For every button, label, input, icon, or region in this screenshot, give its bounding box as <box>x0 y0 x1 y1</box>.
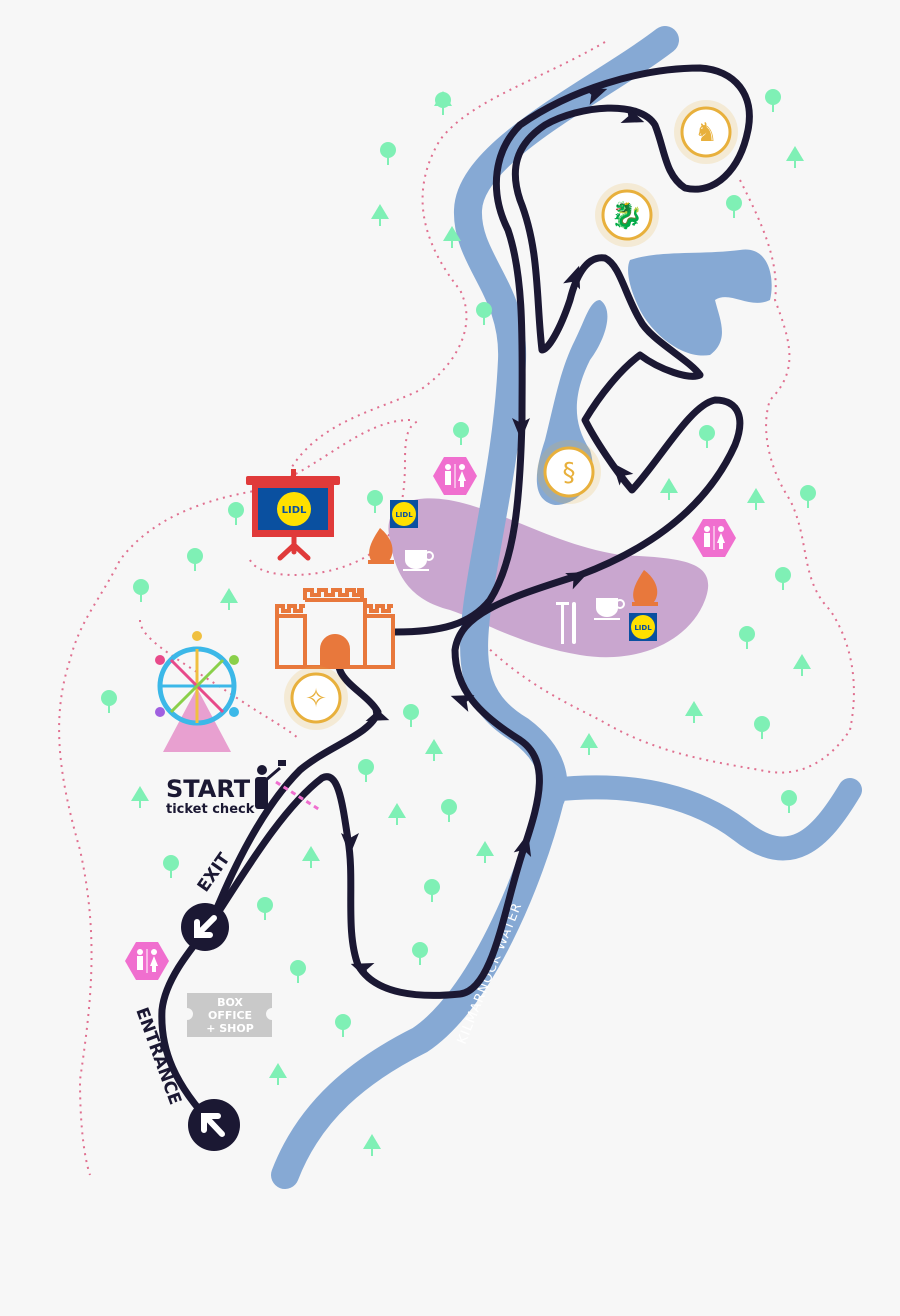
tree-icon <box>371 204 389 226</box>
lidl-logo: LIDL <box>282 505 307 516</box>
fairy-icon[interactable]: ✧ <box>284 666 348 730</box>
direction-arrow-icon <box>194 915 217 938</box>
lidl-logo: LIDL <box>629 613 657 641</box>
ferris-wheel-icon <box>155 631 239 752</box>
tree-icon <box>434 91 452 113</box>
tree-icon <box>786 146 804 168</box>
direction-arrow-icon <box>512 418 530 440</box>
pond <box>628 249 772 356</box>
tree-icon <box>476 841 494 863</box>
tree-icon <box>747 488 765 510</box>
mermaid-icon[interactable]: § <box>537 440 601 504</box>
screen-icon: LIDL <box>246 469 340 561</box>
tree-icon <box>101 690 117 713</box>
tree-icon <box>476 302 492 325</box>
ticket-check-label: ticket check <box>166 802 255 817</box>
bear-icon[interactable]: ♞ <box>674 100 738 164</box>
direction-arrows <box>341 87 645 980</box>
tree-icon <box>424 879 440 902</box>
tree-icon <box>443 226 461 248</box>
svg-text:OFFICE: OFFICE <box>208 1009 252 1022</box>
castle-icon <box>275 588 395 669</box>
tree-icon <box>187 548 203 571</box>
box-office-shop[interactable]: BOX OFFICE + SHOP <box>187 993 272 1037</box>
tree-icon <box>228 502 244 525</box>
tree-icon <box>412 942 428 965</box>
tree-icon <box>453 422 469 445</box>
tree-icon <box>403 704 419 727</box>
tree-icon <box>290 960 306 983</box>
direction-arrow-icon <box>201 1113 225 1137</box>
direction-arrow-icon <box>513 833 532 857</box>
tree-icon <box>388 803 406 825</box>
tree-icon <box>754 716 770 739</box>
tree-icon <box>739 626 755 649</box>
campfire-icon <box>368 528 394 564</box>
start-label: START <box>166 775 251 803</box>
svg-text:🐉: 🐉 <box>611 200 643 231</box>
direction-arrow-icon <box>583 87 608 105</box>
lidl-logo: LIDL <box>390 500 418 528</box>
tree-icon <box>685 701 703 723</box>
tree-icon <box>257 897 273 920</box>
direction-arrow-icon <box>365 704 390 722</box>
tree-icon <box>302 846 320 868</box>
direction-arrow-icon <box>620 106 645 124</box>
svg-text:+ SHOP: + SHOP <box>206 1022 254 1035</box>
tree-icon <box>793 654 811 676</box>
tree-icon <box>699 425 715 448</box>
tree-icon <box>580 733 598 755</box>
toilets-icon <box>433 457 477 495</box>
river-kilmarnock-water <box>271 26 862 1189</box>
direction-arrow-icon <box>450 694 475 712</box>
tree-icon <box>765 89 781 112</box>
tree-icon <box>363 1134 381 1156</box>
svg-text:LIDL: LIDL <box>634 624 652 632</box>
svg-text:§: § <box>563 458 576 488</box>
coffee-icon <box>594 598 625 620</box>
tree-icon <box>441 799 457 822</box>
direction-arrow-icon <box>350 962 375 980</box>
tree-icon <box>660 478 678 500</box>
tree-icon <box>380 142 396 165</box>
food-zone <box>388 498 709 658</box>
tree-icon <box>800 485 816 508</box>
direction-arrow-icon <box>612 462 634 486</box>
tree-icon <box>358 759 374 782</box>
trees <box>101 89 816 1156</box>
svg-text:LIDL: LIDL <box>395 511 413 519</box>
tree-icon <box>335 1014 351 1037</box>
entrance-label: ENTRANCE <box>131 1005 185 1108</box>
tree-icon <box>220 588 238 610</box>
toilets-icon <box>692 519 736 557</box>
direction-arrow-icon <box>341 833 359 855</box>
tree-icon <box>367 490 383 513</box>
coffee-icon <box>403 550 434 571</box>
ticket-check-person-icon <box>255 760 286 809</box>
tree-icon <box>133 579 149 602</box>
tree-icon <box>163 855 179 878</box>
tree-icon <box>726 195 742 218</box>
svg-text:✧: ✧ <box>305 684 327 714</box>
tree-icon <box>425 739 443 761</box>
direction-arrow-icon <box>565 571 589 590</box>
cutlery-icon <box>556 602 576 644</box>
tree-icon <box>269 1063 287 1085</box>
toilets-icon <box>125 942 169 980</box>
exit-marker[interactable] <box>181 903 229 951</box>
svg-text:BOX: BOX <box>217 996 243 1009</box>
tree-icon <box>131 786 149 808</box>
dragon-icon[interactable]: 🐉 <box>595 183 659 247</box>
svg-text:♞: ♞ <box>694 118 717 148</box>
tree-icon <box>781 790 797 813</box>
tree-icon <box>775 567 791 590</box>
campfire-icon <box>632 570 658 606</box>
direction-arrow-icon <box>563 265 581 290</box>
entrance-marker[interactable] <box>188 1099 240 1151</box>
